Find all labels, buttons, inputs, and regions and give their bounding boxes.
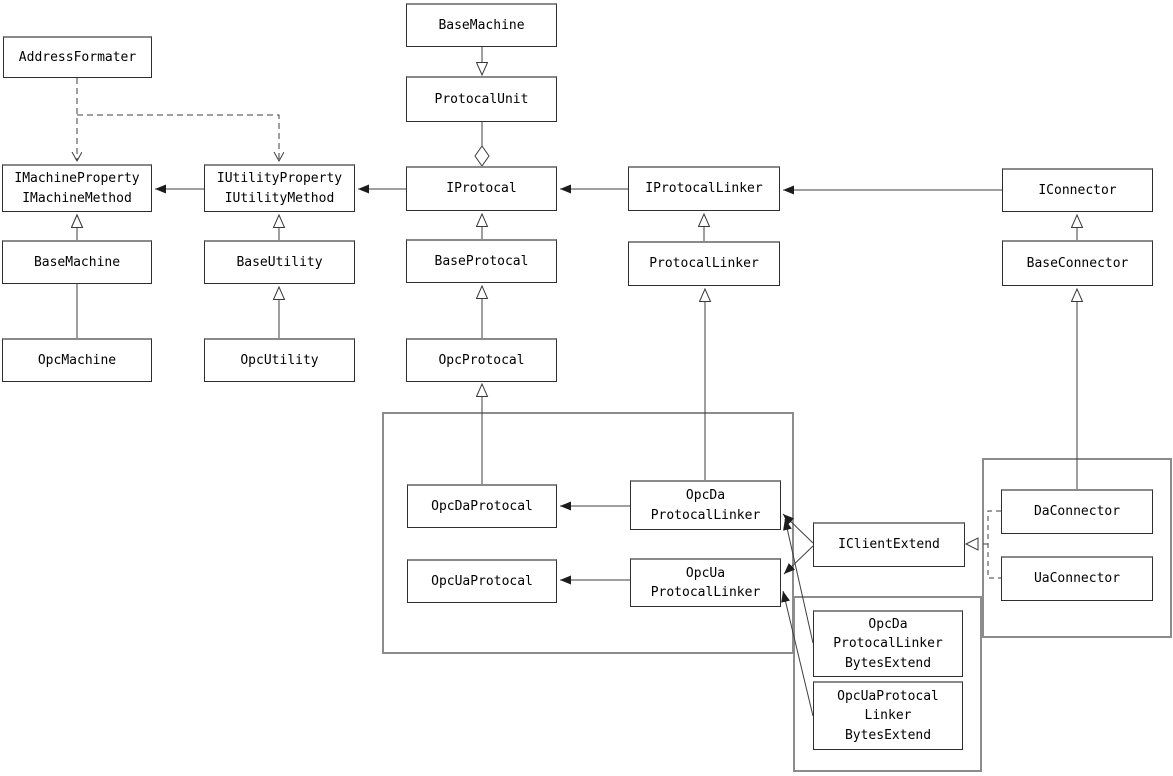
class-label: ProtocalUnit [434, 91, 529, 107]
class-label: BytesExtend [844, 655, 932, 671]
class-box-iprotocallinker: IProtocalLinker [628, 166, 780, 211]
class-box-protocalunit: ProtocalUnit [406, 76, 557, 122]
edge-addressformater-to-iutility [77, 114, 279, 161]
class-label: BaseConnector [1026, 255, 1129, 271]
class-box-baseprotocal: BaseProtocal [406, 239, 557, 283]
class-box-protocallinker: ProtocalLinker [628, 241, 780, 286]
class-box-opcuaprotocal: OpcUaProtocal [407, 559, 557, 603]
class-box-opcdaprotocal: OpcDaProtocal [407, 484, 557, 528]
class-box-imachineproperty-imachinemethod: IMachineProperty IMachineMethod [2, 164, 152, 212]
edge-connectors-realize-iclientextend [964, 510, 1001, 579]
class-box-iprotocal: IProtocal [406, 166, 557, 211]
class-label: IUtilityProperty [216, 171, 343, 186]
class-label: IProtocalLinker [645, 181, 763, 197]
class-label: BytesExtend [844, 727, 932, 743]
class-box-opcdaprotocallinkerbytesextend: OpcDa ProtocalLinker BytesExtend [813, 610, 963, 677]
class-box-opcdaprotocallinker: OpcDa ProtocalLinker [630, 480, 781, 530]
class-label: IMachineProperty [14, 171, 140, 186]
class-box-iconnector: IConnector [1002, 168, 1153, 212]
class-label: OpcUaProtocal [837, 688, 939, 704]
class-label: BaseMachine [33, 254, 121, 270]
class-label: AddressFormater [18, 49, 137, 65]
class-label: BaseMachine [438, 17, 525, 33]
class-box-opcuaprotocallinker: OpcUa ProtocalLinker [630, 558, 781, 607]
class-label: IProtocal [446, 181, 517, 197]
class-label: ProtocalLinker [833, 636, 943, 652]
class-box-uaconnector: UaConnector [1001, 556, 1153, 601]
edge-opcuabytesextend-to-opcualinker [781, 590, 814, 717]
class-label: IConnector [1038, 182, 1117, 198]
class-box-baseconnector: BaseConnector [1002, 240, 1153, 286]
class-label: ProtocalLinker [650, 507, 761, 523]
class-label: DaConnector [1033, 504, 1121, 520]
class-label: OpcMachine [37, 352, 117, 368]
class-box-opcprotocal: OpcProtocal [406, 338, 557, 382]
class-box-baseutility: BaseUtility [204, 240, 355, 284]
class-box-iclientextend: IClientExtend [813, 522, 965, 567]
class-label: OpcUaProtocal [431, 573, 533, 589]
class-label: IMachineMethod [22, 190, 132, 206]
class-box-basemachine-top: BaseMachine [406, 3, 557, 47]
realization-triangle-icon [964, 537, 979, 551]
class-label: IClientExtend [838, 537, 940, 553]
container-opc-protocal-group [382, 412, 794, 654]
edge-iclientextend-to-opcdalinker [782, 513, 814, 544]
class-label: ProtocalLinker [649, 256, 759, 272]
class-label: OpcUtility [240, 352, 319, 368]
class-label: BaseUtility [236, 254, 323, 270]
class-label: IUtilityMethod [224, 190, 335, 206]
class-box-opcuaprotocallinkerbytesextend: OpcUaProtocal Linker BytesExtend [813, 681, 963, 750]
aggregation-diamond-icon [474, 145, 490, 167]
container-bytes-extend-group [793, 596, 982, 772]
class-label: UaConnector [1033, 571, 1121, 587]
class-label: OpcDa [685, 488, 726, 503]
class-box-addressformater: AddressFormater [3, 36, 152, 78]
class-label: OpcDaProtocal [431, 498, 533, 514]
class-label: OpcDa [868, 616, 908, 632]
edge-opcdabytesextend-to-opcdalinker [783, 518, 814, 644]
class-label: BaseProtocal [434, 253, 529, 269]
class-box-basemachine-left: BaseMachine [2, 240, 152, 284]
edge-protocalunit-to-iprotocal-aggregation [474, 122, 490, 167]
class-box-daconnector: DaConnector [1001, 489, 1153, 534]
class-label: ProtocalLinker [650, 585, 761, 600]
class-label: OpcProtocal [438, 352, 525, 368]
class-label: Linker [864, 708, 912, 724]
edge-iclientextend-to-opcualinker [783, 545, 814, 575]
class-box-opcmachine: OpcMachine [2, 338, 152, 382]
class-label: OpcUa [685, 565, 726, 581]
class-box-iutilityproperty-iutilitymethod: IUtilityProperty IUtilityMethod [204, 164, 355, 212]
class-box-opcutility: OpcUtility [204, 338, 355, 382]
